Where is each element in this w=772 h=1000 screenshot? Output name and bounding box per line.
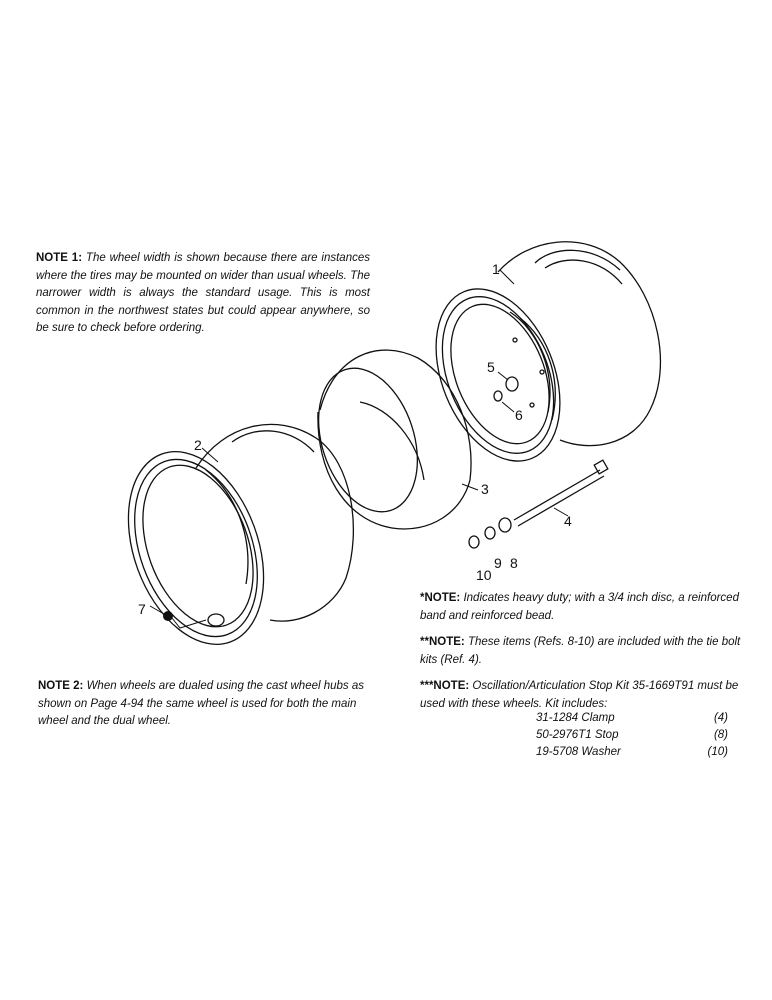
kit-items-list: 31-1284 Clamp (4) 50-2976T1 Stop (8) 19-… [420,712,756,763]
wheel-rim-2 [127,423,355,645]
note-heavy-duty-text: Indicates heavy duty; with a 3/4 inch di… [420,592,739,622]
kit-item-desc: 31-1284 Clamp [536,712,615,724]
kit-item-qty: (10) [707,746,728,758]
hardware-washers [468,376,519,549]
note-stop-kit: ***NOTE: Oscillation/Articulation Stop K… [420,678,756,713]
note-tie-bolt-kit: **NOTE: These items (Refs. 8-10) are inc… [420,634,756,669]
note-1-text: The wheel width is shown because there a… [36,252,370,334]
note-heavy-duty-label: *NOTE: [420,592,461,604]
callout-5: 5 [487,359,495,375]
note-2-text: When wheels are dualed using the cast wh… [38,680,365,727]
callout-8: 8 [510,555,518,571]
callout-3: 3 [481,481,489,497]
note-tie-bolt-kit-label: **NOTE: [420,636,465,648]
note-stop-kit-text: Oscillation/Articulation Stop Kit 35-166… [420,680,739,710]
kit-item: 50-2976T1 Stop (8) [420,729,756,746]
kit-item: 31-1284 Clamp (4) [420,712,756,729]
note-heavy-duty: *NOTE: Indicates heavy duty; with a 3/4 … [420,590,756,625]
kit-item-desc: 19-5708 Washer [536,746,621,758]
note-stop-kit-label: ***NOTE: [420,680,470,692]
note-2-label: NOTE 2: [38,680,84,692]
callout-6: 6 [515,407,523,423]
callout-9: 9 [494,555,502,571]
part-7-plug [163,611,173,621]
callout-1: 1 [492,261,500,277]
kit-item-qty: (4) [713,712,728,724]
callout-4: 4 [564,513,572,529]
callout-2: 2 [194,437,202,453]
band-3 [317,349,472,530]
kit-item: 19-5708 Washer (10) [420,746,756,763]
callout-10: 10 [476,567,492,583]
kit-item-qty: (8) [713,729,728,741]
callout-7: 7 [138,601,146,617]
note-2: NOTE 2: When wheels are dualed using the… [38,678,376,731]
leader-lines [149,269,569,629]
note-tie-bolt-kit-text: These items (Refs. 8-10) are included wi… [420,636,741,666]
wheel-rim-1 [435,241,661,462]
note-1: NOTE 1: The wheel width is shown because… [36,250,370,338]
kit-item-desc: 50-2976T1 Stop [536,729,619,741]
note-1-label: NOTE 1: [36,252,83,264]
tie-bolt-4 [513,459,609,527]
